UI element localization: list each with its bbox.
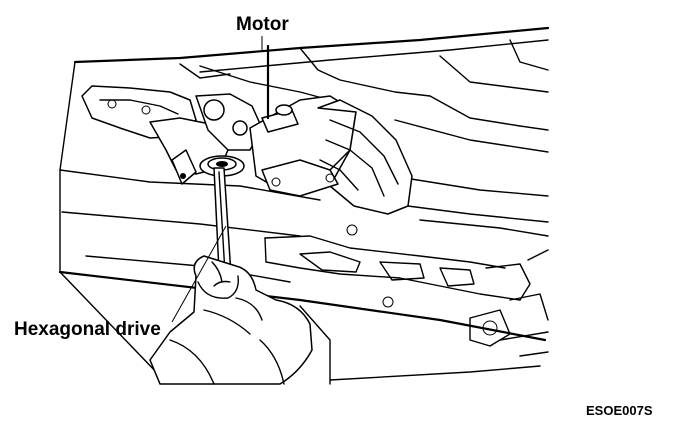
motor-body xyxy=(249,44,413,215)
hand xyxy=(149,255,331,385)
motor-label: Motor xyxy=(236,14,289,35)
figure-code-label: ESOE007S xyxy=(586,403,653,418)
leader-lines xyxy=(171,36,263,323)
hexagonal-drive-label: Hexagonal drive xyxy=(14,319,161,340)
lower-rail xyxy=(264,224,549,357)
